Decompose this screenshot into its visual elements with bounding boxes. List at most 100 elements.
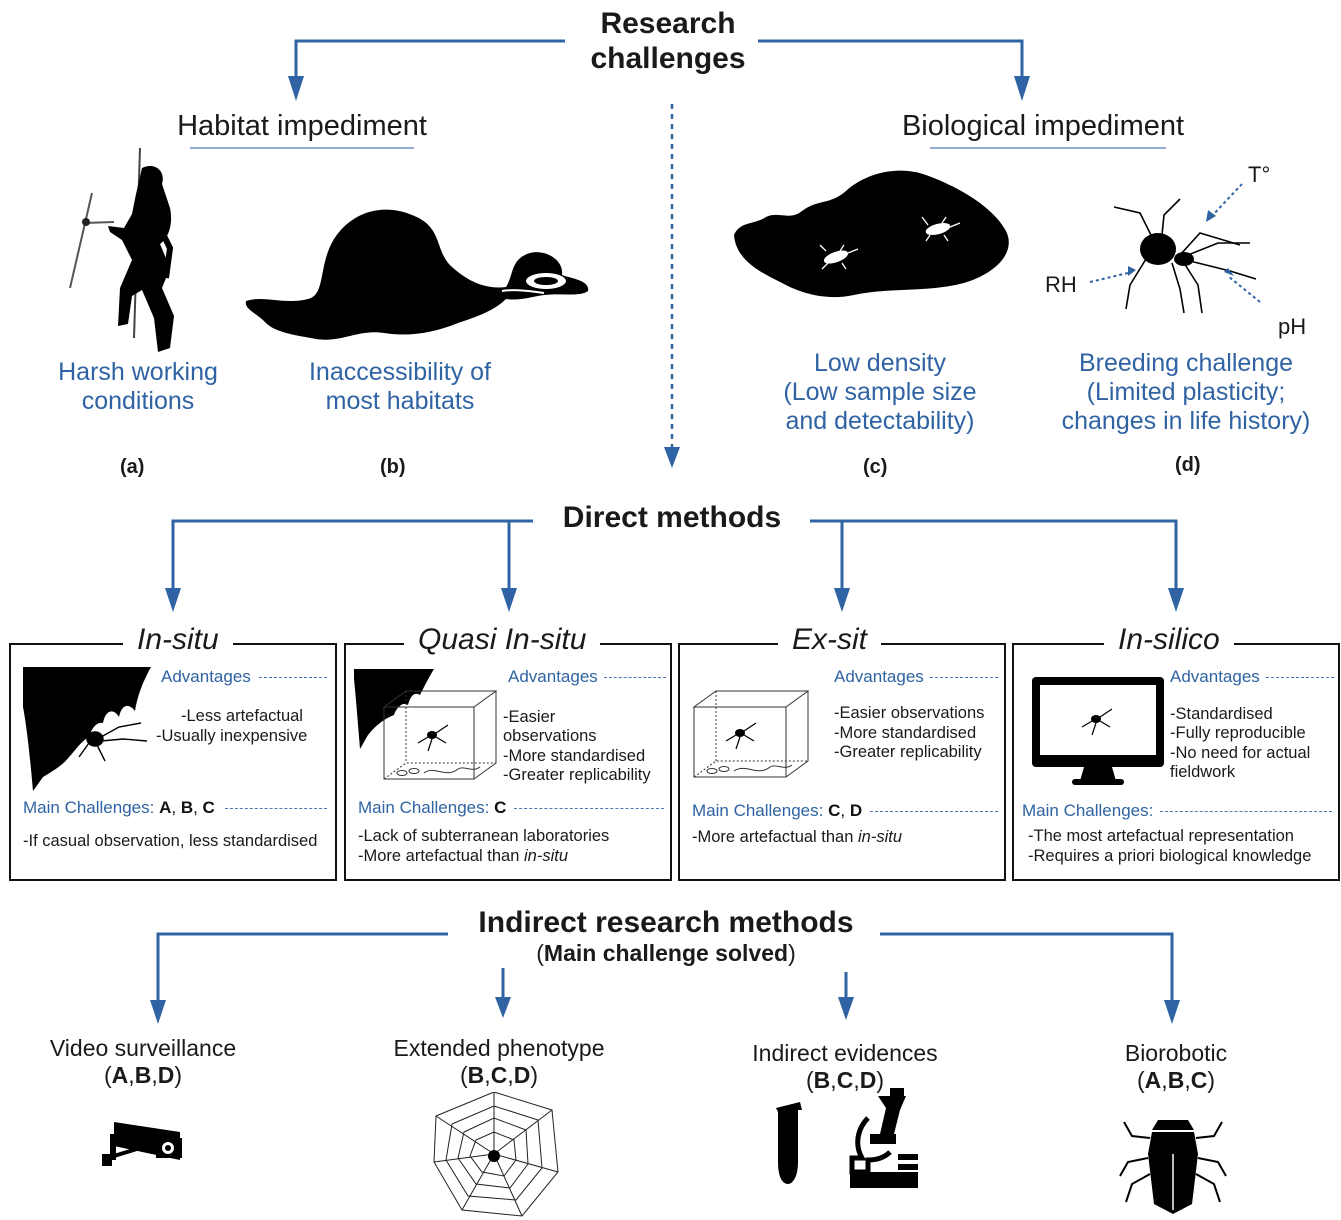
challenge-item: -Lack of subterranean laboratories xyxy=(358,827,610,845)
panel-label-b: (b) xyxy=(380,456,406,478)
habitat-heading: Habitat impediment xyxy=(177,110,427,142)
method-name: Video surveillance xyxy=(49,1035,237,1061)
challenge-item: -Requires a priori biological knowledge xyxy=(1028,847,1312,865)
divider xyxy=(604,677,666,678)
terrarium-icon xyxy=(692,690,810,778)
caption-inaccessibility: Inaccessibility of most habitats xyxy=(295,358,505,416)
divider xyxy=(259,677,327,678)
monitor-icon xyxy=(1032,677,1164,785)
advantages-label: Advantages xyxy=(508,667,598,686)
divider xyxy=(930,677,998,678)
challenge-letter: A xyxy=(159,798,172,817)
caption-line: Low density xyxy=(813,349,947,377)
method-extended-phenotype: Extended phenotype (B,C,D) xyxy=(360,1035,638,1089)
cave-profile-icon xyxy=(245,209,589,340)
method-biorobotic: Biorobotic (A,B,C) xyxy=(1090,1040,1262,1094)
caption-line: Inaccessibility of xyxy=(308,358,492,386)
lab-tools-icon xyxy=(776,1088,918,1188)
method-name: Extended phenotype xyxy=(393,1035,605,1061)
divider xyxy=(514,808,664,809)
letter: D xyxy=(513,1062,531,1088)
main-challenges-label: Main Challenges: xyxy=(692,801,829,820)
letter: C xyxy=(490,1062,508,1088)
quasi-in-situ-box: Quasi In-situ Advantages -Easier observa… xyxy=(344,623,672,881)
letter: D xyxy=(157,1062,175,1088)
caption-line: most habitats xyxy=(325,387,475,415)
method-video-surveillance: Video surveillance (A,B,D) xyxy=(20,1035,266,1089)
main-challenges-label: Main Challenges: xyxy=(1022,801,1154,820)
challenge-letter: C xyxy=(828,801,841,820)
divider xyxy=(225,808,327,809)
box-title: Quasi In-situ xyxy=(404,623,601,657)
caption-line: Breeding challenge xyxy=(1078,349,1294,377)
challenge-text: -More artefactual than xyxy=(358,847,524,865)
caption-line: Harsh working xyxy=(58,358,218,386)
research-challenges-title: Research challenges xyxy=(560,6,776,76)
advantage-item: -Standardised xyxy=(1170,705,1273,723)
cave-terrarium-icon xyxy=(354,669,498,780)
factor-arrows xyxy=(1089,183,1261,303)
challenge-item: -The most artefactual representation xyxy=(1028,827,1294,845)
direct-methods-title: Direct methods xyxy=(562,501,782,534)
letter: B xyxy=(813,1067,831,1093)
cctv-camera-icon xyxy=(102,1122,182,1166)
title-line-1: Research xyxy=(600,7,736,40)
advantage-item: observations xyxy=(503,727,597,745)
letter: A xyxy=(111,1062,129,1088)
caption-harsh-working: Harsh working conditions xyxy=(40,358,236,416)
caption-low-density: Low density (Low sample size and detecta… xyxy=(760,349,1000,436)
advantage-item: -Greater replicability xyxy=(503,766,651,784)
indirect-subtitle: (Main challenge solved) xyxy=(536,940,796,966)
advantage-item: fieldwork xyxy=(1170,763,1236,781)
ex-situ-box: Ex-sit Advantages -Easier observations -… xyxy=(678,623,1006,881)
caver-silhouette-icon xyxy=(69,148,174,352)
divider xyxy=(1160,811,1332,812)
caption-line: (Low sample size xyxy=(783,378,977,406)
advantage-item: -Usually inexpensive xyxy=(156,727,308,745)
main-challenges-label: Main Challenges: xyxy=(358,798,495,817)
advantage-item: -Easier observations xyxy=(834,704,985,722)
method-indirect-evidences: Indirect evidences (B,C,D) xyxy=(720,1040,970,1094)
method-challenges: (B,C,D) xyxy=(460,1062,538,1088)
box-title: Ex-sit xyxy=(778,623,881,657)
challenge-italic: in-situ xyxy=(858,828,903,846)
spider-factors-icon xyxy=(1113,198,1257,314)
advantage-item: -No need for actual xyxy=(1170,744,1311,762)
advantage-item: -Easier xyxy=(503,708,556,726)
challenge-letter: C xyxy=(494,798,507,817)
ph-label: pH xyxy=(1278,314,1307,339)
divider xyxy=(1266,677,1334,678)
advantage-item: -Less artefactual xyxy=(181,707,303,725)
caption-line: (Limited plasticity; xyxy=(1086,378,1286,406)
caption-line: conditions xyxy=(81,387,195,415)
advantage-item: -More standardised xyxy=(834,724,977,742)
cicada-robot-icon xyxy=(1119,1120,1227,1214)
box-title: In-silico xyxy=(1104,623,1234,657)
title-line-2: challenges xyxy=(590,42,746,75)
indirect-methods-title: Indirect research methods xyxy=(478,906,854,939)
letter: C xyxy=(836,1067,854,1093)
panel-label-d: (d) xyxy=(1175,454,1201,476)
advantage-item: -More standardised xyxy=(503,747,646,765)
method-name: Biorobotic xyxy=(1124,1040,1228,1066)
challenge-text: -More artefactual than xyxy=(692,828,858,846)
challenge-item: -More artefactual than in-situ xyxy=(692,828,902,848)
in-situ-box: In-situ Advantages -Less artefactual -Us… xyxy=(9,623,337,881)
biological-heading: Biological impediment xyxy=(901,110,1185,142)
advantage-item: -Fully reproducible xyxy=(1170,724,1306,742)
main-challenges: Main Challenges: A, B, C xyxy=(23,798,215,817)
challenge-item: -More artefactual than in-situ xyxy=(358,847,568,867)
challenge-letter: C xyxy=(202,798,215,817)
main-challenges: Main Challenges: xyxy=(1022,801,1153,821)
advantage-item: -Greater replicability xyxy=(834,743,982,761)
letter: C xyxy=(1190,1067,1208,1093)
main-challenges: Main Challenges: C xyxy=(358,798,506,818)
challenge-italic: in-situ xyxy=(524,847,569,865)
method-challenges: (A,B,D) xyxy=(104,1062,182,1088)
box-title: In-situ xyxy=(123,623,233,657)
advantages-label: Advantages xyxy=(834,667,924,686)
subtitle-bold: Main challenge solved xyxy=(543,940,789,966)
challenge-letter: D xyxy=(849,801,863,820)
in-silico-box: In-silico Advantages -Standardised -Full… xyxy=(1012,623,1340,881)
